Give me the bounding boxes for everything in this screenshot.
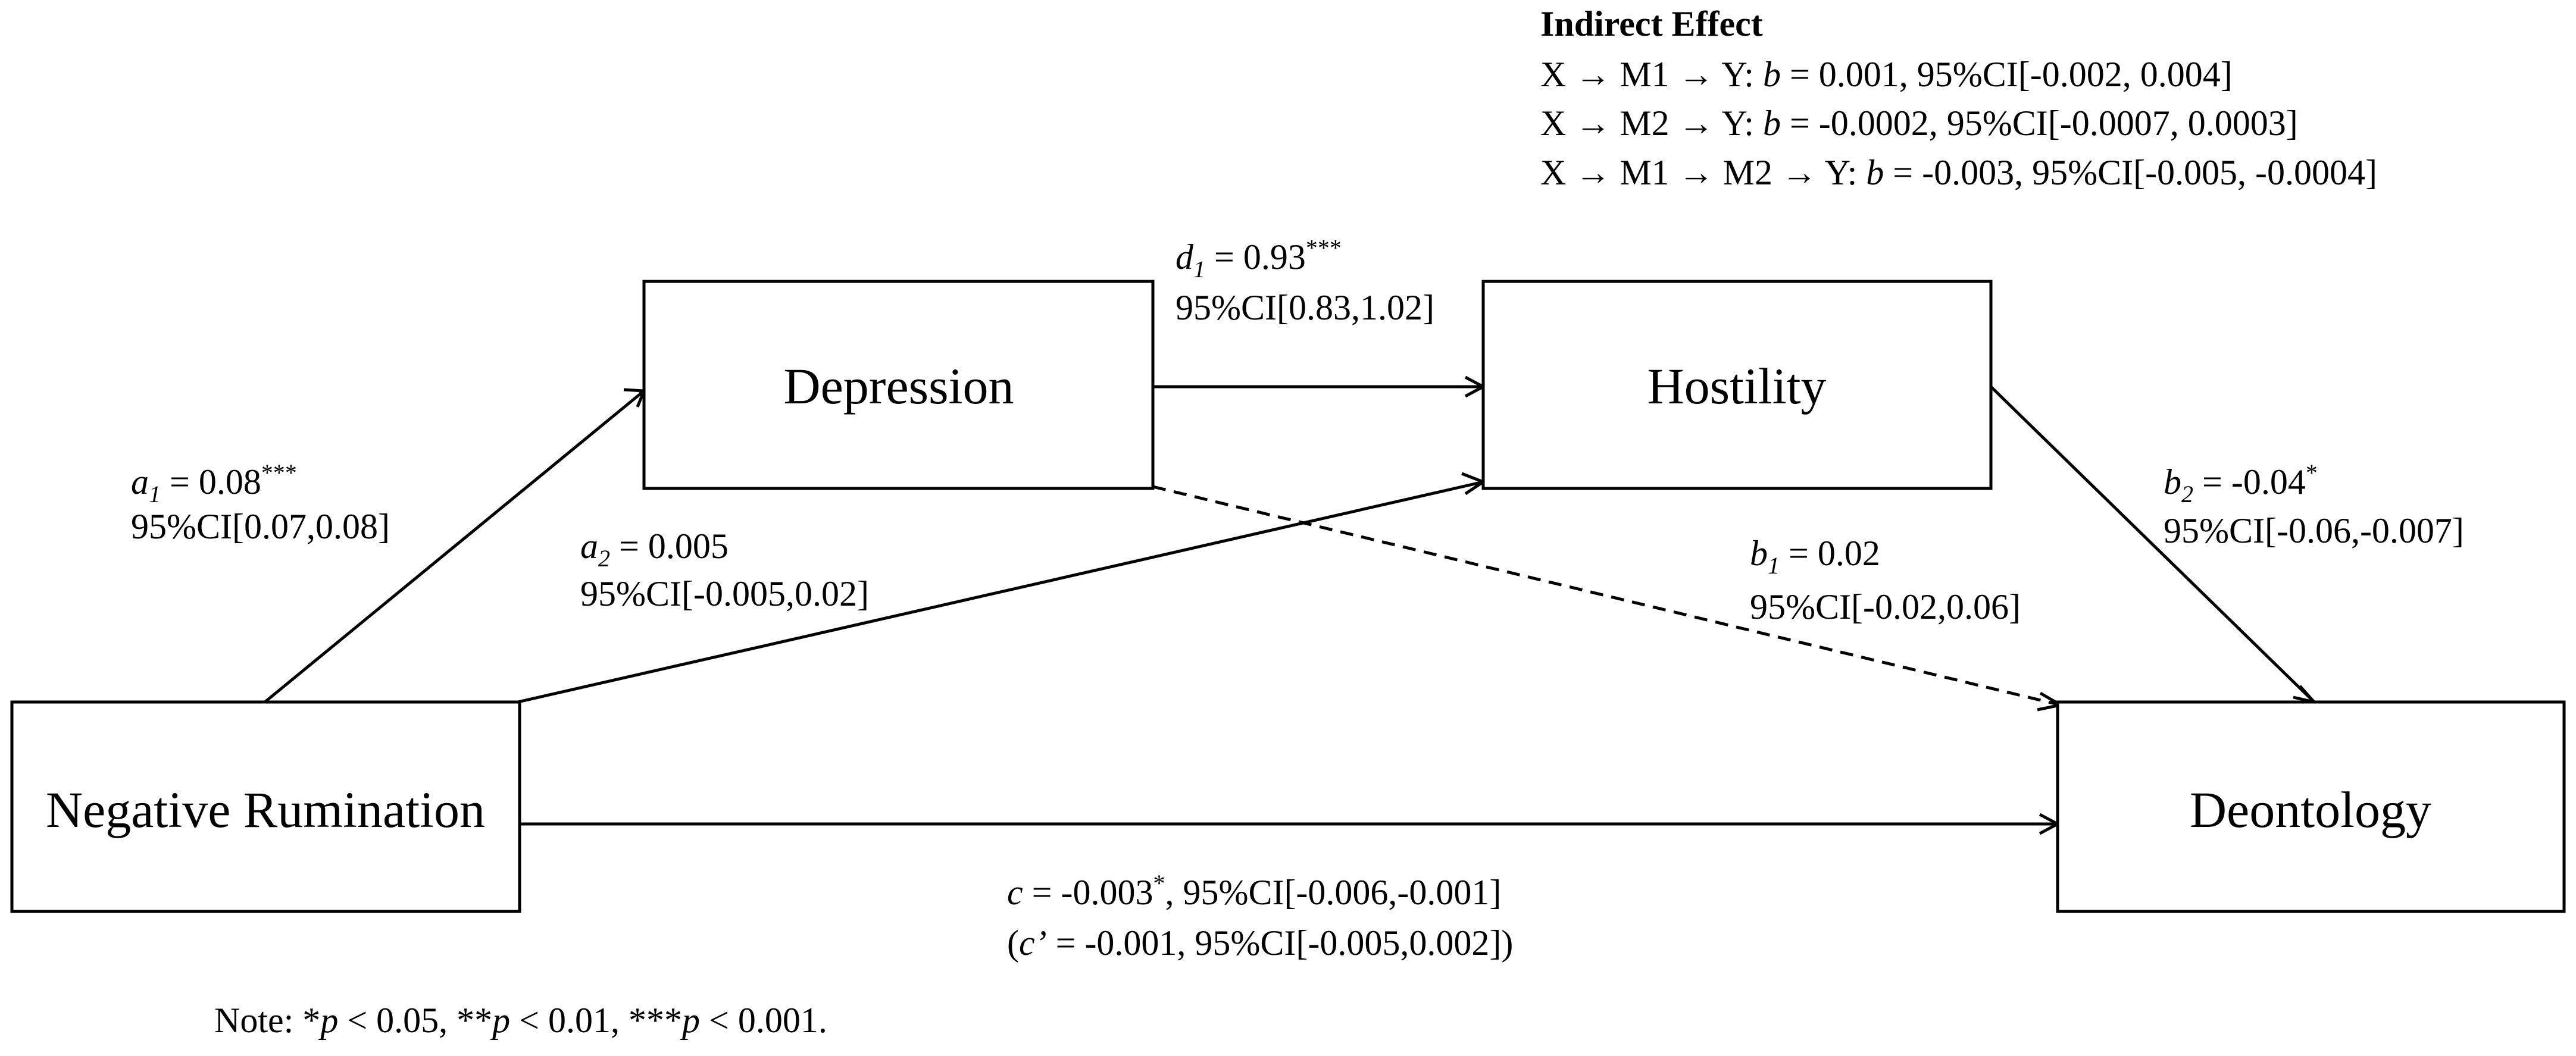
c-estimate: c = -0.003*, 95%CI[-0.006,-0.001] (1007, 870, 1501, 912)
d1-estimate: d1 = 0.93*** (1176, 234, 1342, 283)
a2-estimate: a2 = 0.005 (580, 527, 729, 572)
b1-estimate: b1 = 0.02 (1750, 534, 1880, 579)
a2-ci: 95%CI[-0.005,0.02] (580, 574, 869, 613)
b2-estimate: b2 = -0.04* (2164, 459, 2318, 507)
b2-ci: 95%CI[-0.06,-0.007] (2164, 511, 2464, 550)
path-a2-arrow (517, 480, 1484, 704)
path-a1-arrow (264, 390, 645, 703)
rumination-box (10, 700, 521, 913)
depression-label: Depression (784, 358, 1014, 415)
significance-note: Note: *p < 0.05, **p < 0.01, ***p < 0.00… (214, 1001, 827, 1040)
a1-ci: 95%CI[0.07,0.08] (131, 507, 390, 546)
depression-box (642, 280, 1155, 490)
indirect-effect-row-2: X → M2 → Y: b = -0.0002, 95%CI[-0.0007, … (1540, 104, 2298, 143)
a1-estimate: a1 = 0.08*** (131, 459, 297, 507)
indirect-effect-title: Indirect Effect (1540, 4, 1763, 43)
deontology-label: Deontology (2190, 781, 2431, 838)
hostility-box (1481, 280, 1993, 490)
d1-ci: 95%CI[0.83,1.02] (1176, 288, 1434, 327)
deontology-box (2056, 700, 2566, 913)
c-prime-estimate: (c’ = -0.001, 95%CI[-0.005,0.002]) (1007, 923, 1513, 963)
indirect-effect-row-3: X → M1 → M2 → Y: b = -0.003, 95%CI[-0.00… (1540, 153, 2377, 192)
rumination-label: Negative Rumination (46, 781, 485, 838)
indirect-effect-row-1: X → M1 → Y: b = 0.001, 95%CI[-0.002, 0.0… (1540, 55, 2233, 94)
arrowhead-b2 (2293, 685, 2319, 705)
path-b2-arrow (1990, 386, 2315, 703)
path-b1-arrow (1152, 485, 2061, 707)
hostility-label: Hostility (1647, 358, 1826, 415)
b1-ci: 95%CI[-0.02,0.06] (1750, 587, 2021, 626)
